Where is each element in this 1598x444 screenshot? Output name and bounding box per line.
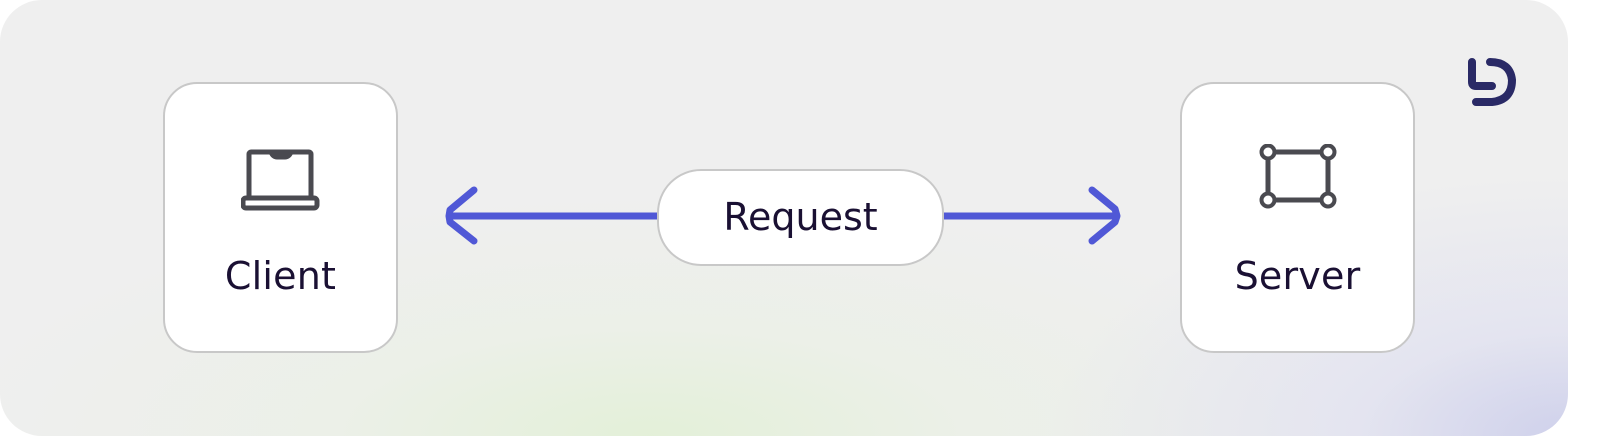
request-connector: [445, 186, 1121, 245]
laptop-icon: [240, 149, 319, 211]
client-node: Client: [163, 82, 398, 353]
client-label: Client: [224, 254, 337, 298]
request-label: Request: [723, 195, 878, 239]
arrowhead-right-icon: [1088, 186, 1121, 245]
server-nodes-icon: [1259, 144, 1336, 209]
arrowhead-left-icon: [445, 186, 478, 245]
diagram-canvas: Client Request Server: [0, 0, 1568, 436]
server-node: Server: [1180, 82, 1415, 353]
brand-logo-icon: [1468, 58, 1516, 106]
request-label-pill: Request: [657, 169, 944, 266]
server-label: Server: [1234, 254, 1361, 298]
